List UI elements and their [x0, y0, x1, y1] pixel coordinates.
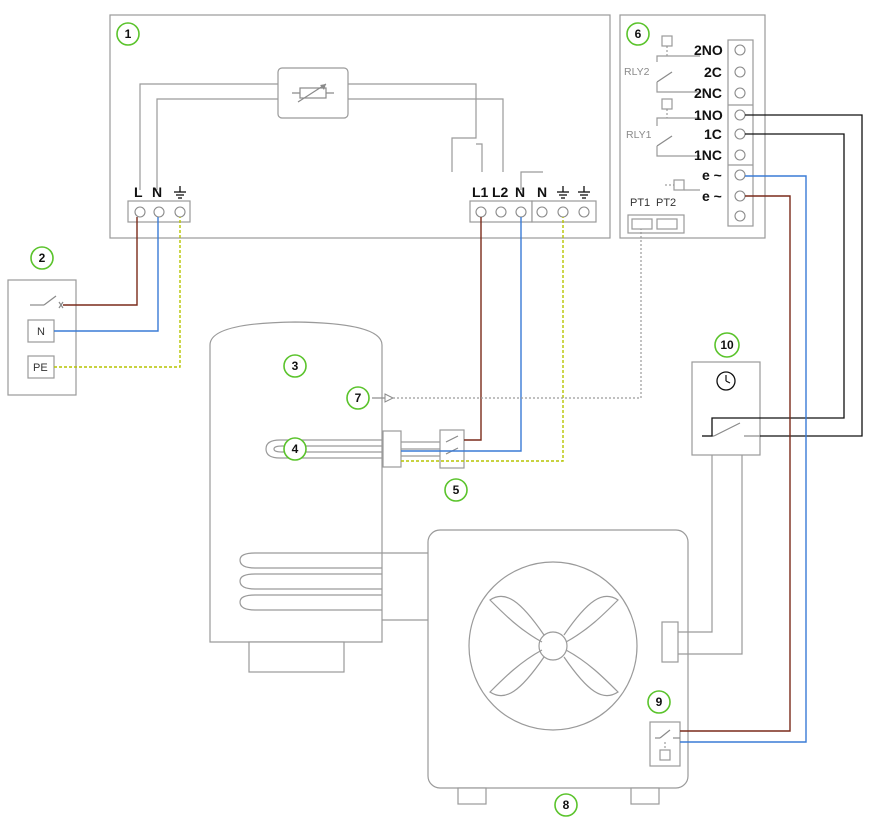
terminal-2c: 2C [704, 64, 722, 80]
badge-6: 6 [626, 22, 650, 46]
badge-5: 5 [444, 478, 468, 502]
terminal-label-n: N [152, 184, 162, 200]
svg-text:6: 6 [635, 27, 642, 41]
svg-text:4: 4 [292, 442, 299, 456]
terminal-e1: e ~ [702, 167, 722, 183]
controller-labels: RLY2 RLY1 2NO 2C 2NC 1NO 1C 1NC e ~ e ~ … [624, 42, 723, 209]
timer-unit [691, 361, 761, 456]
terminal-label-l: L [134, 184, 143, 200]
switchbox-pe-label: PE [33, 362, 48, 374]
terminal-e2: e ~ [702, 188, 722, 204]
switchbox-n-label: N [37, 326, 45, 338]
svg-text:1: 1 [125, 27, 132, 41]
thermal-cutout [401, 429, 465, 469]
switch-icon [659, 729, 671, 739]
heat-pump-unit [427, 529, 689, 805]
badge-7: 7 [346, 386, 370, 410]
svg-text:7: 7 [355, 391, 362, 405]
badge-8: 8 [554, 793, 578, 817]
svg-text:2: 2 [39, 251, 46, 265]
terminal-1no: 1NO [694, 107, 723, 123]
pt1-label: PT1 [630, 197, 650, 209]
terminal-1nc: 1NC [694, 147, 722, 163]
badge-4: 4 [283, 437, 307, 461]
badges: 1 2 3 4 5 6 7 8 9 10 [30, 22, 740, 817]
badge-3: 3 [283, 354, 307, 378]
pt2-label: PT2 [656, 197, 676, 209]
svg-text:10: 10 [720, 338, 734, 352]
terminal-2nc: 2NC [694, 85, 722, 101]
badge-1: 1 [116, 22, 140, 46]
isolator-switchbox [7, 279, 77, 396]
terminal-label-n-extra: N [537, 184, 547, 200]
terminal-label-l2: L2 [492, 184, 509, 200]
svg-text:5: 5 [453, 483, 460, 497]
switchbox-labels: N PE [33, 326, 48, 374]
svg-text:3: 3 [292, 359, 299, 373]
wires [54, 114, 863, 743]
terminal-label-n-right: N [515, 184, 525, 200]
terminal-1c: 1C [704, 126, 722, 142]
relay2-label: RLY2 [624, 66, 650, 78]
main-panel [109, 14, 611, 239]
relay1-label: RLY1 [626, 129, 652, 141]
badge-9: 9 [647, 690, 671, 714]
badge-10: 10 [714, 332, 740, 358]
controller-box [619, 14, 766, 239]
terminal-2no: 2NO [694, 42, 723, 58]
fan-icon [489, 595, 619, 697]
svg-text:9: 9 [656, 695, 663, 709]
badge-2: 2 [30, 246, 54, 270]
svg-text:8: 8 [563, 798, 570, 812]
terminal-label-l1: L1 [472, 184, 489, 200]
panel1-labels: L N L1 L2 N N [134, 184, 547, 200]
hot-water-tank [209, 321, 428, 673]
